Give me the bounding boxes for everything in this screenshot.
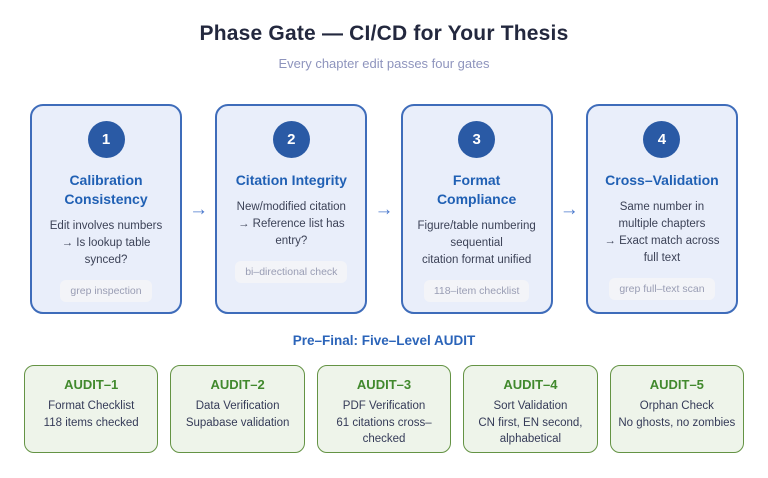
gate-title-line: Compliance xyxy=(436,191,517,207)
audit-card-2: AUDIT–2 Data Verification Supabase valid… xyxy=(170,365,305,453)
gate-card-4: 4 Cross–Validation Same number in multip… xyxy=(585,104,738,314)
flow-arrow-icon: → xyxy=(374,198,394,220)
flow-arrow-icon: → xyxy=(189,198,209,220)
gate-card-2: 2 Citation Integrity New/modified citati… xyxy=(215,104,368,314)
flow-arrow-icon: → xyxy=(559,198,579,220)
diagram-title: Phase Gate — CI/CD for Your Thesis xyxy=(199,22,569,45)
gate-description: Figure/table numbering sequential citati… xyxy=(417,218,535,269)
gate-method-badge: 118–item checklist xyxy=(423,280,530,302)
diagram-subtitle: Every chapter edit passes four gates xyxy=(278,56,490,71)
gate-card-3: 3 Format Compliance Figure/table numberi… xyxy=(400,104,553,314)
gate-title: Cross–Validation xyxy=(605,171,719,190)
gate-description: Edit involves numbers → Is lookup table … xyxy=(50,218,163,269)
gate-description: New/modified citation → Reference list h… xyxy=(237,199,346,250)
audit-card-1: AUDIT–1 Format Checklist 118 items check… xyxy=(24,365,159,453)
audit-body-line: CN first, EN second, xyxy=(478,416,583,429)
audit-title: AUDIT–3 xyxy=(356,377,412,392)
gate-method-badge: grep inspection xyxy=(60,280,152,302)
gate-body-line: multiple chapters xyxy=(618,218,706,230)
gate-body-line: sequential xyxy=(450,237,503,249)
audit-card-4: AUDIT–4 Sort Validation CN first, EN sec… xyxy=(463,365,598,453)
audit-description: Orphan Check No ghosts, no zombies xyxy=(611,398,743,431)
audit-body-line: 118 items checked xyxy=(43,416,139,429)
gate-body-line: full text xyxy=(643,252,681,264)
gate-body-line: New/modified citation xyxy=(236,201,346,213)
audit-body-line: Orphan Check xyxy=(639,400,714,412)
gate-method-badge: grep full–text scan xyxy=(609,278,715,300)
audit-title: AUDIT–1 xyxy=(64,377,119,392)
audit-title: AUDIT–4 xyxy=(503,377,558,392)
gates-row: 1 Calibration Consistency Edit involves … xyxy=(30,104,738,314)
gate-method-badge: bi–directional check xyxy=(235,261,348,283)
gate-title-line: Calibration xyxy=(69,172,143,188)
audit-body-line: Sort Validation xyxy=(493,400,568,412)
gate-card-1: 1 Calibration Consistency Edit involves … xyxy=(30,104,182,314)
audit-body-line: Format Checklist xyxy=(48,400,135,412)
gate-number-badge: 1 xyxy=(87,121,125,158)
audit-body-line: alphabetical xyxy=(499,433,562,445)
gate-title-line: Format xyxy=(452,172,501,188)
gate-number-badge: 2 xyxy=(272,121,310,158)
audit-description: Data Verification Supabase validation xyxy=(171,398,303,431)
audit-body-line: checked xyxy=(362,433,406,445)
gate-body-line: → Exact match across xyxy=(604,235,720,247)
gate-title: Citation Integrity xyxy=(236,171,347,190)
audit-card-3: AUDIT–3 PDF Verification 61 citations cr… xyxy=(316,365,452,453)
audit-row: AUDIT–1 Format Checklist 118 items check… xyxy=(24,365,745,453)
audit-card-5: AUDIT–5 Orphan Check No ghosts, no zombi… xyxy=(609,365,745,453)
gate-body-line: Figure/table numbering xyxy=(417,220,536,232)
gate-body-line: entry? xyxy=(275,235,308,247)
audit-body-line: 61 citations cross– xyxy=(336,416,432,429)
audit-body-line: No ghosts, no zombies xyxy=(618,416,736,429)
gate-title: Calibration Consistency xyxy=(64,171,147,209)
gate-title-line: Consistency xyxy=(64,191,148,207)
gate-title-line: Citation Integrity xyxy=(235,172,347,188)
audit-body-line: PDF Verification xyxy=(342,400,426,412)
gate-body-line: → Reference list has xyxy=(237,218,345,230)
gate-description: Same number in multiple chapters → Exact… xyxy=(604,199,719,267)
audit-body-line: Supabase validation xyxy=(185,416,290,429)
gate-body-line: Same number in xyxy=(619,201,705,213)
gate-number-badge: 4 xyxy=(643,121,681,158)
gate-body-line: → Is lookup table xyxy=(61,237,151,249)
audit-title: AUDIT–2 xyxy=(210,377,265,392)
gate-body-line: synced? xyxy=(84,254,128,266)
gate-body-line: Edit involves numbers xyxy=(49,220,163,232)
gate-number-badge: 3 xyxy=(458,121,496,158)
gate-title: Format Compliance xyxy=(437,171,516,209)
audit-section-heading: Pre–Final: Five–Level AUDIT xyxy=(292,333,476,348)
gate-title-line: Cross–Validation xyxy=(605,172,719,188)
audit-description: Sort Validation CN first, EN second, alp… xyxy=(464,398,596,448)
audit-title: AUDIT–5 xyxy=(649,377,704,392)
diagram-header: Phase Gate — CI/CD for Your Thesis Every… xyxy=(0,0,768,71)
audit-body-line: Data Verification xyxy=(195,400,280,412)
audit-description: Format Checklist 118 items checked xyxy=(25,398,157,431)
gate-body-line: citation format unified xyxy=(421,254,532,266)
audit-description: PDF Verification 61 citations cross– che… xyxy=(318,398,450,448)
